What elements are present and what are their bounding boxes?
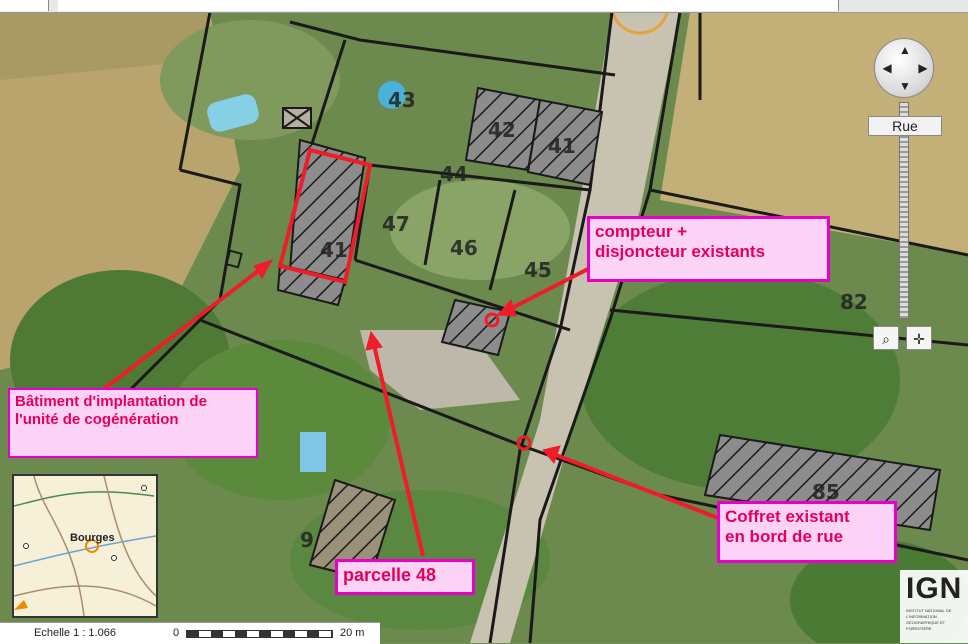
parcel-label: 82 <box>840 290 868 314</box>
cabinet-callout: Coffret existant en bord de rue <box>717 501 897 563</box>
zoom-box-icon[interactable]: ⌕ <box>873 326 899 350</box>
pan-control[interactable]: ▲ ◀ ▶ ▼ <box>874 38 934 98</box>
cabinet-marker <box>516 435 532 451</box>
chevron-right-icon[interactable]: ▶ <box>918 61 928 75</box>
zoom-level-label[interactable]: Rue <box>868 116 942 136</box>
meter-marker <box>484 312 500 328</box>
parcel-label: 41 <box>320 238 348 262</box>
scale-bar: Echelle 1 : 1.066 0 20 m <box>0 622 380 644</box>
overview-map[interactable]: Bourges <box>12 474 158 618</box>
building-41 <box>526 98 604 187</box>
meter-callout: compteur + disjoncteur existants <box>587 216 830 282</box>
scale-start: 0 <box>173 627 180 639</box>
top-toolbar <box>0 0 968 13</box>
ign-logo: IGN INSTITUT NATIONAL DE L'INFORMATION G… <box>900 570 968 643</box>
crosshair-icon[interactable]: ✛ <box>906 326 932 350</box>
parcel-48-callout: parcelle 48 <box>335 559 475 595</box>
overview-roads <box>14 476 156 616</box>
parcel-label: 9 <box>300 528 314 552</box>
building-callout: Bâtiment d'implantation de l'unité de co… <box>8 388 258 458</box>
overview-city-label: Bourges <box>70 532 115 544</box>
parcel-label: 43 <box>388 88 416 112</box>
parcel-label: 47 <box>382 212 410 236</box>
chevron-left-icon[interactable]: ◀ <box>882 61 892 75</box>
parcel-label: 42 <box>488 118 516 142</box>
scale-graduation <box>186 630 333 638</box>
parcel-label: 45 <box>524 258 552 282</box>
chevron-up-icon[interactable]: ▲ <box>899 43 911 57</box>
chevron-down-icon[interactable]: ▼ <box>899 79 911 93</box>
building-41-b <box>288 138 367 287</box>
cogeneration-building-outline <box>277 147 373 285</box>
parcel-label: 46 <box>450 236 478 260</box>
scale-label: Echelle 1 : 1.066 <box>34 627 116 639</box>
parcel-label: 41 <box>548 134 576 158</box>
ign-logo-text: IGN <box>906 572 963 605</box>
parcel-label: 85 <box>812 480 840 504</box>
parcel-label: 44 <box>440 162 468 186</box>
zoom-slider[interactable] <box>899 102 909 319</box>
scale-end: 20 m <box>340 627 365 639</box>
ign-logo-subtitle: INSTITUT NATIONAL DE L'INFORMATION GÉOGR… <box>906 608 952 631</box>
